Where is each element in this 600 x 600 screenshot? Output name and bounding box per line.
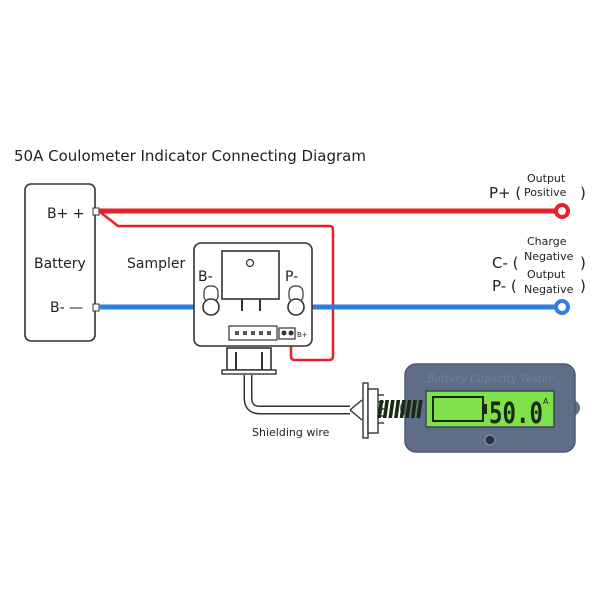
- p-minus-line2: Negative: [524, 283, 574, 296]
- battery-level-bar: [416, 400, 423, 418]
- negative-output-terminal: [554, 299, 570, 315]
- battery: B+ + Battery B- —: [24, 183, 100, 342]
- p-minus-line1: Output: [527, 268, 566, 281]
- p-plus-suffix: ): [580, 184, 586, 202]
- p-plus-line2: Positive: [524, 186, 567, 199]
- battery-level-bar: [377, 400, 384, 418]
- b-minus-screw: [202, 298, 220, 316]
- positive-wires: [99, 203, 570, 362]
- positive-output-terminal: [554, 203, 570, 219]
- diagram-title: 50A Coulometer Indicator Connecting Diag…: [14, 147, 366, 165]
- c-minus-prefix: C- (: [492, 254, 519, 272]
- battery-body: [24, 183, 96, 342]
- battery-negative-terminal: [92, 303, 100, 312]
- battery-label: Battery: [34, 256, 86, 272]
- shunt-chip: [221, 250, 280, 300]
- sampler-b-minus-label: B-: [198, 269, 213, 285]
- battery-level-bar: [405, 400, 412, 418]
- battery-level-bar: [388, 400, 395, 418]
- meter-brand: Battery Capacity Tester: [426, 373, 554, 385]
- p-minus-prefix: P- (: [492, 277, 517, 295]
- shielding-cable: Shielding wire: [221, 347, 384, 439]
- b-plus-sense-terminal: [278, 327, 296, 340]
- battery-level-bar: [399, 400, 406, 418]
- sampler-b-plus-wire: [99, 211, 335, 362]
- negative-wires: [99, 299, 570, 315]
- shielding-wire-label: Shielding wire: [252, 426, 330, 439]
- battery-positive-label: B+ +: [47, 206, 85, 222]
- battery-negative-label: B- —: [50, 300, 83, 316]
- p-plus-prefix: P+ (: [489, 184, 521, 202]
- c-minus-suffix: ): [580, 254, 586, 272]
- battery-level-bar: [382, 400, 389, 418]
- lcd-reading: 50.0: [489, 396, 543, 430]
- lcd-unit: A: [543, 397, 549, 406]
- p-minus-screw: [287, 298, 305, 316]
- battery-level-bar: [410, 400, 417, 418]
- c-minus-line1: Charge: [527, 235, 567, 248]
- meter-button[interactable]: [484, 434, 496, 446]
- battery-level-bars: [377, 400, 423, 418]
- capacity-meter: Battery Capacity Tester 50.0 A: [377, 363, 580, 453]
- sampler: B- P- B+: [193, 242, 313, 347]
- sampler-label: Sampler: [127, 256, 185, 272]
- output-labels: P+ ( Output Positive ) C- ( Charge Negat…: [489, 172, 586, 296]
- sampler-p-minus-label: P-: [285, 269, 298, 285]
- sampler-b-plus-label: B+: [297, 331, 308, 339]
- chip-hole: [245, 258, 255, 268]
- p-minus-suffix: ): [580, 277, 586, 295]
- cable-end-connector: [362, 382, 369, 439]
- cable-plug: [226, 347, 272, 371]
- p-plus-line1: Output: [527, 172, 566, 185]
- battery-level-bar: [394, 400, 401, 418]
- c-minus-line2: Negative: [524, 250, 574, 263]
- battery-positive-terminal: [92, 207, 100, 216]
